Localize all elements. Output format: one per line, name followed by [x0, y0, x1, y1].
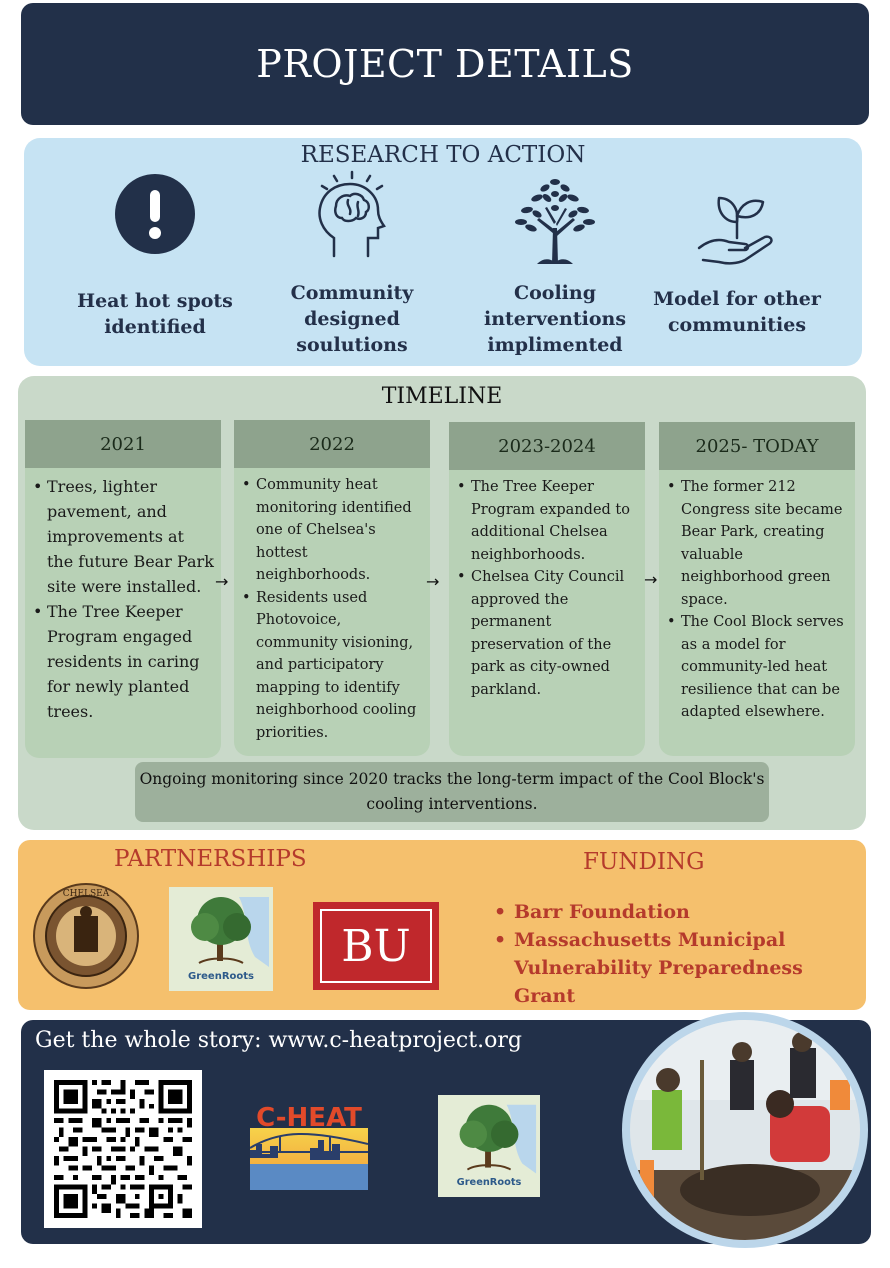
funding-title: FUNDING — [583, 849, 705, 875]
step-label: Cooling interventions implimented — [483, 282, 627, 356]
greenroots-text: GreenRoots — [457, 1177, 522, 1188]
timeline-body: Trees, lighter pavement, and improvement… — [25, 468, 221, 758]
timeline-item: Chelsea City Council approved the perman… — [455, 566, 639, 701]
page-title: PROJECT DETAILS — [256, 42, 634, 86]
step-label: Model for other communities — [653, 288, 821, 336]
timeline-column-2025: 2025- TODAY The former 212 Congress site… — [659, 422, 855, 756]
greenroots-logo: GreenRoots — [169, 887, 273, 991]
timeline-item: The former 212 Congress site became Bear… — [665, 476, 849, 611]
timeline-item: The Tree Keeper Program engaged resident… — [31, 599, 215, 724]
greenroots-logo-footer: GreenRoots — [438, 1095, 540, 1197]
funding-item: Massachusetts Municipal Vulnerability Pr… — [490, 926, 870, 1010]
timeline-year: 2022 — [234, 420, 430, 468]
timeline-body: The Tree Keeper Program expanded to addi… — [449, 470, 645, 756]
header-banner: PROJECT DETAILS — [21, 3, 869, 125]
website-link[interactable]: Get the whole story: www.c-heatproject.o… — [35, 1028, 522, 1053]
timeline-column-2022: 2022 Community heat monitoring identifie… — [234, 420, 430, 756]
arrow-icon: → — [644, 570, 658, 589]
timeline-item: Community heat monitoring identified one… — [240, 474, 424, 587]
timeline-body: The former 212 Congress site became Bear… — [659, 470, 855, 756]
bu-logo: BU — [313, 902, 439, 990]
timeline-year: 2023-2024 — [449, 422, 645, 470]
step-label: Heat hot spots identified — [77, 290, 233, 338]
timeline-item: The Cool Block serves as a model for com… — [665, 611, 849, 724]
qr-code-icon — [54, 1080, 192, 1218]
timeline-section: TIMELINE 2021 Trees, lighter pavement, a… — [18, 376, 866, 830]
hand-sprout-icon — [697, 196, 773, 265]
funding-list: Barr Foundation Massachusetts Municipal … — [490, 898, 870, 1010]
tree-planting-photo — [622, 1012, 868, 1248]
ongoing-monitoring-note: Ongoing monitoring since 2020 tracks the… — [135, 762, 769, 822]
bu-text: BU — [320, 909, 432, 983]
step-cooling-interventions: Cooling interventions implimented — [465, 168, 645, 358]
arrow-icon: → — [426, 572, 440, 591]
tree-icon — [515, 179, 595, 264]
cheat-logo: C-HEAT — [249, 1100, 369, 1190]
seal-text: CHELSEA — [63, 889, 110, 899]
research-section: RESEARCH TO ACTION Heat hot spots identi… — [24, 138, 862, 366]
timeline-column-2023-2024: 2023-2024 The Tree Keeper Program expand… — [449, 422, 645, 756]
timeline-item: The Tree Keeper Program expanded to addi… — [455, 476, 639, 566]
step-hot-spots: Heat hot spots identified — [65, 170, 245, 340]
timeline-body: Community heat monitoring identified one… — [234, 468, 430, 756]
step-label: Community designed soulutions — [290, 282, 414, 356]
timeline-item: Trees, lighter pavement, and improvement… — [31, 474, 215, 599]
timeline-year: 2021 — [25, 420, 221, 468]
timeline-title: TIMELINE — [381, 384, 503, 409]
exclamation-icon — [115, 174, 195, 254]
qr-code[interactable] — [44, 1070, 202, 1228]
funding-item: Barr Foundation — [490, 898, 870, 926]
chelsea-seal-logo: CHELSEA — [32, 882, 140, 994]
cheat-text: C-HEAT — [256, 1103, 362, 1133]
greenroots-text: GreenRoots — [188, 971, 254, 982]
timeline-year: 2025- TODAY — [659, 422, 855, 470]
timeline-item: Residents used Photovoice, community vis… — [240, 587, 424, 745]
partnerships-title: PARTNERSHIPS — [114, 846, 307, 872]
step-community-designed: Community designed soulutions — [262, 168, 442, 358]
arrow-icon: → — [215, 572, 229, 591]
brain-head-icon — [318, 170, 386, 258]
partnerships-funding-section: PARTNERSHIPS FUNDING CHELSEA GreenRoots … — [18, 840, 866, 1010]
photo-image — [630, 1020, 860, 1240]
step-model: Model for other communities — [647, 182, 827, 338]
research-title: RESEARCH TO ACTION — [300, 142, 586, 168]
timeline-column-2021: 2021 Trees, lighter pavement, and improv… — [25, 420, 221, 758]
